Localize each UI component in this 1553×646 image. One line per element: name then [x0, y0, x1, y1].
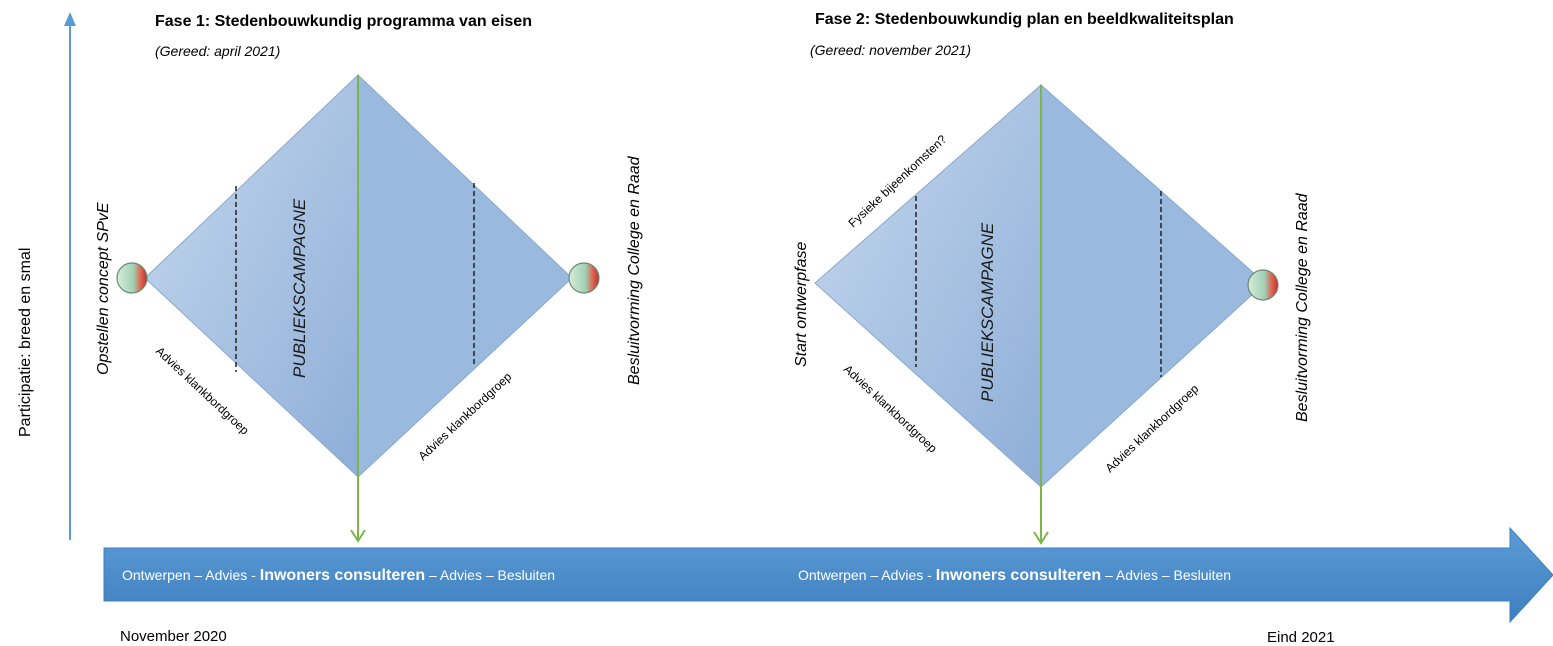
participation-axis: [64, 12, 76, 540]
phase2-left-label: Start ontwerpfase: [793, 242, 810, 368]
phase2-campaign-label: PUBLIEKSCAMPAGNE: [978, 222, 997, 402]
phase1-start-bubble: [116, 262, 148, 294]
phase1-campaign-label: PUBLIEKSCAMPAGNE: [290, 198, 309, 378]
phase2-right-label: Besluitvorming College en Raad: [1294, 192, 1311, 422]
phase1-end-bubble: [568, 262, 600, 294]
phase1-title: Fase 1: Stedenbouwkundig programma van e…: [155, 13, 532, 30]
phase2-title: Fase 2: Stedenbouwkundig plan en beeldkw…: [815, 11, 1234, 28]
phase2-end-bubble: [1247, 269, 1279, 301]
timeline-end-label: Eind 2021: [1267, 629, 1335, 646]
phase1-right-label: Besluitvorming College en Raad: [626, 155, 643, 385]
phase2-diamond: [814, 83, 1266, 489]
axis-label: Participatie: breed en smal: [17, 248, 34, 437]
timeline-arrow: [103, 526, 1553, 624]
timeline-segment2: Ontwerpen – Advies - Inwoners consultere…: [798, 567, 1231, 584]
phase2-subtitle: (Gereed: november 2021): [810, 42, 971, 58]
phase1-down-arrow: [350, 477, 366, 543]
timeline-start-label: November 2020: [120, 628, 227, 645]
phase1-diamond: [144, 73, 573, 479]
phase1-left-label: Opstellen concept SPvE: [95, 202, 112, 375]
phase2-down-arrow: [1033, 487, 1049, 545]
timeline-segment1: Ontwerpen – Advies - Inwoners consultere…: [122, 567, 555, 584]
phase1-subtitle: (Gereed: april 2021): [155, 43, 280, 59]
